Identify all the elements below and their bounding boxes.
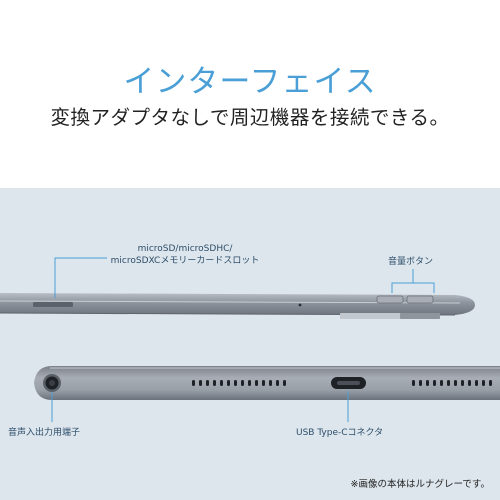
sd-slot: [33, 302, 73, 307]
sd-slot-label-line1: microSD/microSDHC/: [137, 244, 233, 254]
volume-up-button: [406, 295, 434, 304]
sd-slot-label-line2: microSDXCメモリーカードスロット: [110, 256, 260, 266]
callout-lines: [51, 257, 435, 422]
speaker-grille-left: [192, 380, 286, 386]
speaker-grille-right: [412, 380, 492, 386]
product-illustration-panel: [0, 188, 500, 500]
device-bottom-edge: [34, 366, 500, 400]
volume-down-button: [376, 295, 404, 304]
sd-slot-label: microSD/microSDHC/ microSDXCメモリーカードスロット: [108, 243, 262, 267]
audio-jack-label: 音声入出力用端子: [8, 428, 81, 438]
footnote: ※画像の本体はルナグレーです。: [350, 479, 490, 490]
page-title: インターフェイス: [123, 64, 377, 100]
volume-buttons-label: 音量ボタン: [388, 257, 434, 267]
page-subtitle: 変換アダプタなしで周辺機器を接続できる。: [50, 106, 450, 129]
usb-port-label: USB Type-Cコネクタ: [296, 428, 384, 438]
callout-line-sd-slot: [54, 257, 107, 298]
microphone-hole: [298, 303, 302, 307]
callout-line-volume: [391, 282, 435, 293]
header-section: インターフェイス 変換アダプタなしで周辺機器を接続できる。: [0, 0, 500, 188]
device-side-edge: [0, 293, 475, 319]
